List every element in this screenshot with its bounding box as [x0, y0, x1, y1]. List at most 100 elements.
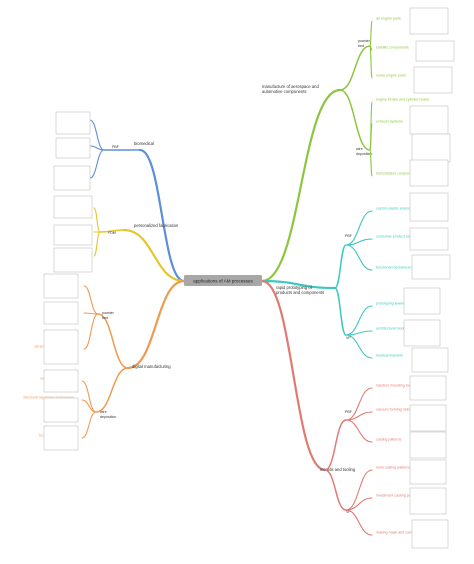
digital-group-branch: [97, 313, 129, 369]
proto-note-box[interactable]: [403, 319, 441, 347]
proto-note-box[interactable]: [403, 287, 441, 315]
proto-leaf-label: architectural models: [376, 327, 408, 331]
aero-note-box[interactable]: [415, 40, 455, 62]
mould-leaf-label: resin casting patterns: [376, 466, 410, 470]
pers-note-box[interactable]: [53, 247, 93, 273]
mould-leaf-branch: [345, 509, 373, 536]
mould-leaf-branch: [345, 469, 373, 511]
proto-note-box[interactable]: [411, 254, 451, 280]
digital-leaf-branch: [81, 411, 97, 439]
bio-leaf-branch: [89, 149, 105, 179]
digital-note-box[interactable]: [43, 301, 79, 325]
mould-note-box[interactable]: [409, 404, 447, 432]
proto-group-branch: [334, 287, 347, 336]
bio-leaf-branch: [89, 119, 105, 151]
mould-leaf-branch: [345, 411, 373, 421]
mould-branch-label: moulds and tooling: [320, 467, 356, 472]
mould-leaf-label: vacuum forming molds: [376, 408, 412, 412]
bio-note-box[interactable]: [53, 165, 91, 191]
mould-leaf-label: investment casting patterns: [376, 494, 420, 498]
bio-group-label: PBF: [112, 145, 120, 149]
proto-group-branch: [334, 244, 347, 289]
proto-group-label: PBF: [345, 234, 353, 238]
aero-note-box[interactable]: [409, 105, 449, 135]
mould-note-box[interactable]: [409, 459, 447, 485]
bio-main-branch: [138, 148, 186, 283]
bio-note-box[interactable]: [55, 111, 91, 135]
pers-branch-label: personalized fabrication: [134, 223, 179, 228]
mould-note-box[interactable]: [411, 519, 449, 549]
digital-leaf-branch: [81, 380, 97, 413]
pers-group-branch: [99, 229, 125, 233]
digital-leaf-branch: [83, 313, 99, 350]
mould-group-label: PBF: [345, 410, 353, 414]
digital-group-branch: [95, 367, 129, 413]
mould-main-branch: [260, 279, 327, 472]
digital-branch-label: digital manufacturing: [132, 364, 171, 369]
pers-leaf-branch: [93, 231, 101, 257]
mould-group-branch: [324, 469, 347, 511]
proto-main-branch: [260, 279, 337, 290]
proto-leaf-branch: [345, 334, 373, 359]
proto-leaf-label: consumer product casings: [376, 235, 418, 239]
proto-group-label: VP: [346, 336, 351, 340]
aero-group-branch: [339, 45, 371, 91]
digital-main-branch: [126, 279, 186, 370]
mould-leaf-label: making mask and carriers: [376, 531, 417, 535]
mould-leaf-branch: [345, 419, 373, 443]
mould-leaf-label: injection moulding tooling: [376, 384, 416, 388]
pers-leaf-branch: [93, 207, 101, 233]
mould-leaf-branch: [345, 497, 373, 511]
proto-note-box[interactable]: [409, 227, 449, 251]
digital-leaf-branch: [81, 399, 97, 413]
aero-note-box[interactable]: [409, 159, 449, 187]
mould-note-box[interactable]: [409, 375, 447, 401]
aero-leaf-branch: [369, 20, 373, 47]
bio-branch-label: biomedical: [134, 141, 154, 146]
root-node[interactable]: [184, 275, 262, 286]
mould-leaf-branch: [345, 387, 373, 421]
proto-note-box[interactable]: [411, 347, 449, 373]
digital-note-box[interactable]: [43, 397, 79, 423]
aero-leaf-label: satellite components: [376, 46, 409, 50]
pers-note-box[interactable]: [53, 224, 93, 246]
aero-note-box[interactable]: [411, 133, 451, 163]
proto-leaf-label: custom plastic enclosure: [376, 207, 415, 211]
aero-leaf-label: air engine parts: [376, 17, 401, 21]
digital-note-box[interactable]: [43, 425, 79, 451]
aero-note-box[interactable]: [413, 66, 453, 94]
digital-leaf-label: structural repairage engineering: [23, 396, 74, 400]
digital-note-box[interactable]: [43, 329, 79, 365]
aero-leaf-label: exhaust systems: [376, 120, 403, 124]
aero-note-box[interactable]: [409, 7, 449, 35]
pers-main-branch: [122, 228, 186, 283]
aero-leaf-branch: [369, 123, 373, 151]
proto-leaf-branch: [345, 238, 373, 246]
root-label: applications of AM processes: [193, 279, 253, 284]
digital-leaf-branch: [83, 285, 99, 315]
aero-main-branch: [260, 88, 342, 283]
aero-leaf-branch: [369, 149, 373, 177]
aero-leaf-label: motor engine parts: [376, 74, 406, 78]
digital-note-box[interactable]: [43, 369, 79, 393]
proto-note-box[interactable]: [409, 192, 449, 222]
aero-leaf-label: transmission components: [376, 172, 417, 176]
mould-note-box[interactable]: [409, 431, 447, 459]
mould-note-box[interactable]: [409, 487, 447, 515]
pers-note-box[interactable]: [53, 195, 93, 219]
mould-group-label: VP: [346, 510, 351, 514]
proto-leaf-branch: [345, 305, 373, 336]
aero-group-branch: [339, 89, 371, 151]
mould-group-branch: [324, 419, 347, 471]
aero-leaf-label: engine blocks and cylinder heads: [376, 98, 429, 102]
proto-leaf-label: functional mechanical parts: [376, 266, 420, 270]
digital-note-box[interactable]: [43, 273, 79, 299]
bio-note-box[interactable]: [55, 137, 91, 159]
